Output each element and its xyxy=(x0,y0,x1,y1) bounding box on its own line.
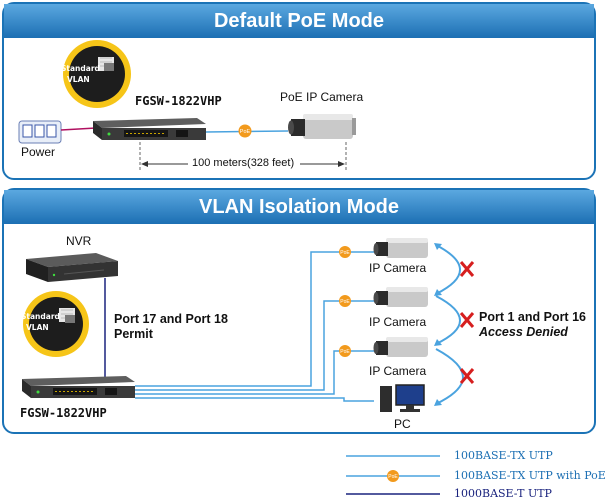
switch-label: FGSW-1822VHP xyxy=(135,94,222,108)
deny-x-icon xyxy=(459,312,475,328)
denied-arrow-2-3 xyxy=(435,295,461,345)
ip-camera-icon xyxy=(373,287,428,307)
deny-x-icon xyxy=(459,368,475,384)
permit-label-line2: Permit xyxy=(114,327,153,341)
vlan-isolation-mode-panel: VLAN Isolation Mode xyxy=(2,188,596,434)
legend: PoE 100BASE-TX UTP 100BASE-TX UTP with P… xyxy=(0,440,606,500)
panel-title: Default PoE Mode xyxy=(4,4,594,38)
nvr-device-icon xyxy=(26,253,118,282)
svg-text:PoE: PoE xyxy=(340,349,350,355)
standard-vlan-badge-icon xyxy=(63,40,131,108)
permit-label-line1: Port 17 and Port 18 xyxy=(114,312,228,326)
camera-label: IP Camera xyxy=(369,261,427,275)
poe-tag-icon: PoE xyxy=(339,295,351,307)
nvr-label: NVR xyxy=(66,234,92,248)
panel-title: VLAN Isolation Mode xyxy=(4,190,594,224)
ip-camera-icon xyxy=(373,238,428,258)
svg-text:PoE: PoE xyxy=(240,129,251,135)
legend-swatches: PoE xyxy=(346,455,440,495)
switch-device-icon xyxy=(93,118,206,140)
legend-label: 1000BASE-T UTP xyxy=(454,487,552,500)
switch-label: FGSW-1822VHP xyxy=(20,406,107,420)
default-poe-mode-panel: Default PoE Mode xyxy=(2,2,596,180)
ip-camera-icon xyxy=(288,114,356,139)
switch-device-icon xyxy=(22,376,135,398)
svg-text:PoE: PoE xyxy=(340,299,350,305)
badge-label-line2: VLAN xyxy=(67,75,90,84)
deny-x-icon xyxy=(459,261,475,277)
svg-text:PoE: PoE xyxy=(340,250,350,256)
power-cable xyxy=(60,127,97,131)
legend-label: 100BASE-TX UTP with PoE xyxy=(454,469,606,482)
pc-icon xyxy=(380,384,425,412)
distance-label: 100 meters(328 feet) xyxy=(192,157,295,169)
default-poe-diagram: PoE xyxy=(18,40,356,170)
denied-label-line2: Access Denied xyxy=(479,325,568,339)
poe-tag-icon: PoE xyxy=(339,246,351,258)
pc-cable xyxy=(135,397,374,402)
badge-label-line1: Standard xyxy=(21,312,60,321)
camera-label: IP Camera xyxy=(369,315,427,329)
denied-arrow-1-2 xyxy=(435,244,461,295)
vlan-isolation-diagram: PoE PoE PoE xyxy=(22,238,475,412)
camera3-cable xyxy=(135,350,374,395)
legend-label: 100BASE-TX UTP xyxy=(454,449,553,462)
poe-tag-icon: PoE xyxy=(339,345,351,357)
badge-label-line2: VLAN xyxy=(26,323,49,332)
poe-tag-icon: PoE xyxy=(387,470,399,482)
poe-tag-icon: PoE xyxy=(238,124,252,138)
power-label: Power xyxy=(21,145,56,159)
standard-vlan-badge-icon xyxy=(23,291,89,357)
pc-label: PC xyxy=(394,417,411,431)
svg-text:PoE: PoE xyxy=(388,474,398,480)
camera-label: IP Camera xyxy=(369,364,427,378)
power-strip-icon xyxy=(18,120,62,144)
camera-label: PoE IP Camera xyxy=(280,90,364,104)
badge-label-line1: Standard xyxy=(61,64,100,73)
denied-label-line1: Port 1 and Port 16 xyxy=(479,310,586,324)
ip-camera-icon xyxy=(373,337,428,357)
denied-arrow-3-pc xyxy=(435,348,464,405)
